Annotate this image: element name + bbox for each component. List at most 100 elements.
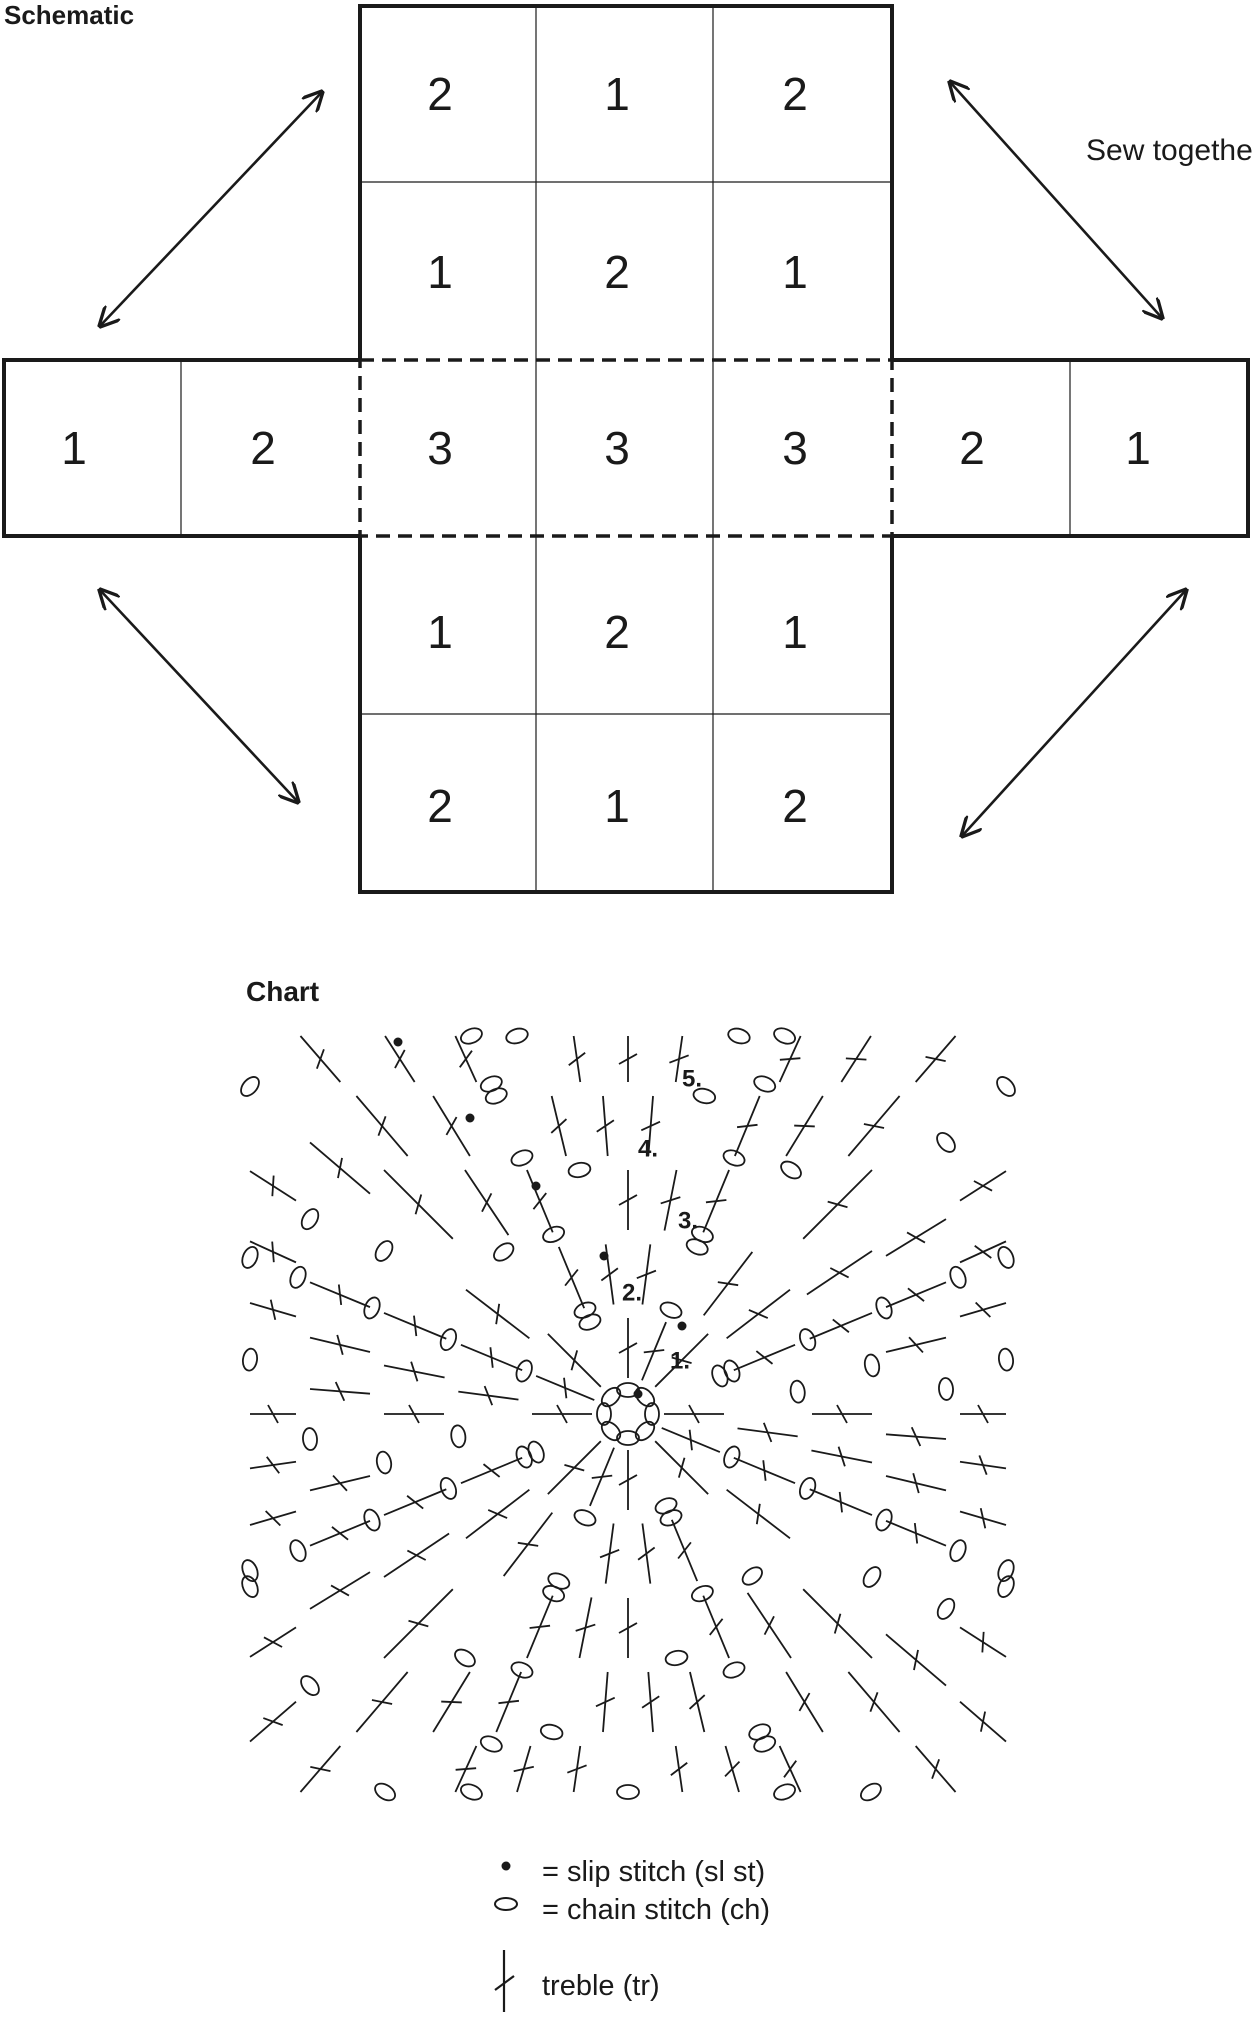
chain-stitch bbox=[659, 1509, 683, 1527]
treble-stitch bbox=[299, 1035, 342, 1083]
treble-stitch bbox=[383, 1169, 454, 1240]
treble-stitch bbox=[885, 1520, 947, 1547]
treble-stitch bbox=[526, 1595, 554, 1659]
chain-stitch bbox=[936, 1597, 956, 1620]
treble-stitch bbox=[885, 1218, 947, 1257]
chain-stitch bbox=[375, 1450, 393, 1475]
chain-stitch bbox=[659, 1301, 683, 1319]
chain-stitch bbox=[600, 1386, 622, 1408]
chain-stitch bbox=[741, 1566, 763, 1586]
center-square-number: 1 bbox=[604, 68, 630, 120]
round-number-label: 5. bbox=[682, 1065, 702, 1092]
treble-stitch bbox=[885, 1281, 947, 1308]
chart-title: Chart bbox=[246, 976, 320, 1007]
round-number-label: 4. bbox=[638, 1135, 658, 1162]
center-square-number: 2 bbox=[427, 68, 453, 120]
chain-stitch bbox=[875, 1508, 893, 1532]
chain-stitch bbox=[727, 1027, 751, 1045]
chain-stitch bbox=[773, 1027, 796, 1045]
treble-stitch bbox=[640, 1095, 661, 1157]
chain-stitch bbox=[567, 1161, 592, 1179]
chain-stitch bbox=[949, 1265, 967, 1289]
chain-stitch bbox=[723, 1359, 741, 1383]
treble-stitch bbox=[885, 1426, 947, 1447]
sew-arrow-bottom-left bbox=[100, 590, 298, 802]
treble-stitch bbox=[669, 1035, 689, 1083]
treble-stitch bbox=[513, 1745, 535, 1793]
treble-stitch bbox=[802, 1169, 873, 1240]
chain-stitch bbox=[454, 1648, 476, 1668]
center-square-number: 1 bbox=[604, 780, 630, 832]
slip-stitch bbox=[465, 1113, 475, 1123]
treble-stitch bbox=[959, 1700, 1007, 1743]
chain-stitch bbox=[780, 1160, 802, 1180]
chain-stitch bbox=[241, 1559, 259, 1582]
treble-stitch bbox=[575, 1597, 596, 1659]
center-square-number: 2 bbox=[782, 68, 808, 120]
treble-stitch bbox=[249, 1299, 297, 1321]
treble-stitch bbox=[249, 1456, 297, 1474]
treble-stitch bbox=[309, 1474, 371, 1492]
treble-stitch bbox=[785, 1095, 824, 1157]
treble-stitch bbox=[746, 1592, 792, 1659]
chain-stitch bbox=[493, 1242, 515, 1262]
treble-stitch bbox=[249, 1170, 297, 1202]
chain-stitch bbox=[479, 1075, 503, 1093]
treble-stitch bbox=[384, 1035, 416, 1083]
chain-stitch bbox=[634, 1386, 656, 1408]
treble-stitch bbox=[250, 1404, 296, 1424]
chain-stitch bbox=[450, 1424, 467, 1449]
treble-stitch bbox=[309, 1381, 371, 1402]
treble-stitch bbox=[309, 1334, 371, 1356]
treble-symbol bbox=[494, 1950, 515, 2012]
slip-stitch bbox=[393, 1037, 403, 1047]
treble-stitch bbox=[599, 1523, 620, 1584]
treble-stitch bbox=[959, 1170, 1007, 1202]
chain-stitch bbox=[374, 1240, 394, 1262]
chain-stitch bbox=[664, 1649, 689, 1667]
legend-chain-stitch-label: = chain stitch (ch) bbox=[542, 1894, 771, 1926]
treble-stitch bbox=[726, 1488, 791, 1540]
treble-stitch bbox=[454, 1745, 478, 1793]
treble-stitch bbox=[454, 1035, 478, 1083]
treble-stitch bbox=[785, 1671, 824, 1733]
chain-stitch bbox=[862, 1566, 882, 1588]
center-square-number: 1 bbox=[427, 606, 453, 658]
center-square-number: 1 bbox=[782, 246, 808, 298]
treble-stitch bbox=[384, 1404, 444, 1424]
chain-stitch bbox=[616, 1430, 640, 1446]
treble-stitch bbox=[309, 1281, 371, 1308]
treble-stitch bbox=[847, 1671, 901, 1733]
crochet-chart bbox=[240, 1027, 1016, 1802]
treble-stitch bbox=[618, 1598, 638, 1658]
treble-stitch bbox=[383, 1588, 454, 1659]
treble-stitch bbox=[547, 1333, 602, 1388]
treble-stitch bbox=[959, 1507, 1007, 1529]
treble-stitch bbox=[885, 1336, 947, 1354]
chain-stitch bbox=[300, 1675, 320, 1697]
sew-arrow-bottom-right bbox=[962, 590, 1186, 836]
chain-stitch bbox=[722, 1149, 746, 1167]
legend-slip-stitch-label: = slip stitch (sl st) bbox=[542, 1856, 766, 1888]
treble-stitch bbox=[724, 1745, 741, 1793]
chain-stitch bbox=[949, 1539, 967, 1563]
chain-stitch bbox=[363, 1296, 381, 1320]
chain-stitch bbox=[722, 1661, 746, 1679]
treble-stitch bbox=[702, 1251, 754, 1316]
treble-stitch bbox=[595, 1671, 616, 1733]
treble-stitch bbox=[460, 1456, 523, 1485]
chain-stitch bbox=[289, 1265, 307, 1289]
treble-stitch bbox=[589, 1447, 615, 1507]
treble-stitch bbox=[670, 1519, 699, 1582]
round-number-label: 1. bbox=[670, 1347, 690, 1374]
treble-stitch bbox=[249, 1510, 297, 1527]
chain-stitch-symbol bbox=[494, 1897, 518, 1911]
treble-stitch bbox=[654, 1440, 709, 1495]
chain-stitch bbox=[542, 1584, 566, 1603]
center-dashed-row bbox=[358, 358, 894, 538]
treble-stitch bbox=[959, 1455, 1007, 1475]
chain-stitch bbox=[996, 1076, 1016, 1097]
center-top-outline bbox=[358, 4, 894, 360]
chain-stitch bbox=[875, 1296, 893, 1320]
